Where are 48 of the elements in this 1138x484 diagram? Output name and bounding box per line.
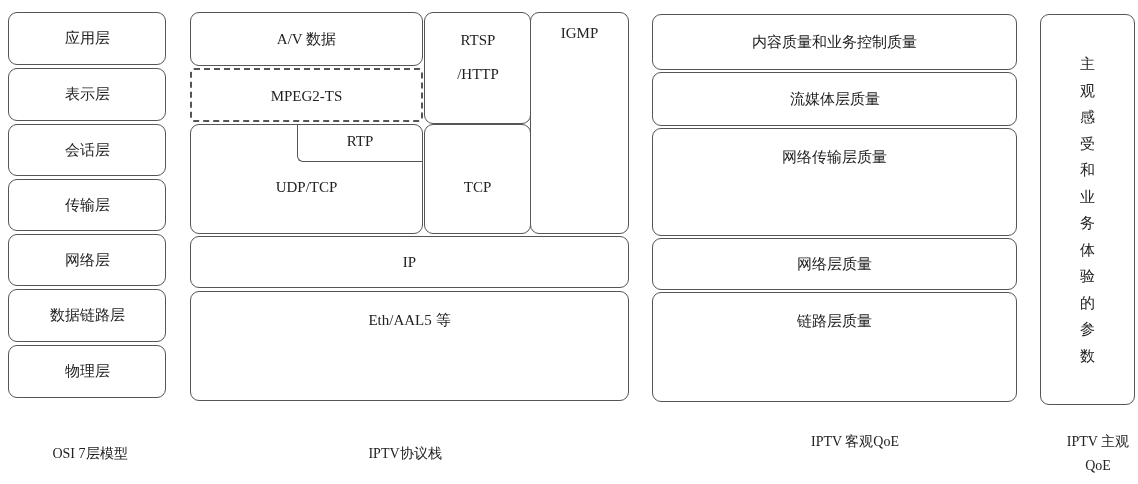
- layer-box: [424, 124, 531, 234]
- layer-label: RTSP /HTTP: [456, 31, 500, 84]
- layer-label: A/V 数据: [275, 29, 338, 49]
- layer-label: 网络传输层质量: [781, 148, 888, 167]
- layer-label: 内容质量和业务控制质量: [751, 32, 918, 52]
- layer-box: [652, 292, 1017, 402]
- layer-label: Eth/AAL5 等: [367, 311, 452, 330]
- layer-box: [530, 12, 629, 234]
- layer-box: [1040, 14, 1135, 405]
- layer-box: [190, 124, 423, 234]
- layer-label: 流媒体层质量: [788, 89, 881, 109]
- layer-box: [652, 14, 1017, 70]
- layer-label: 网络层质量: [796, 254, 873, 274]
- caption-text: IPTV协议栈: [367, 445, 443, 463]
- caption-text: IPTV 主观QoE: [1065, 433, 1131, 475]
- layer-box: [296, 123, 423, 162]
- layer-box: [190, 291, 629, 401]
- layer-box: [652, 238, 1017, 290]
- layer-box: [8, 289, 166, 342]
- layer-box: [190, 68, 423, 122]
- layer-label: 物理层: [63, 362, 111, 381]
- layer-label: 网络层: [63, 250, 111, 270]
- layer-label: 应用层: [63, 29, 111, 48]
- layer-box: [652, 128, 1017, 236]
- layer-label: 主观感受和业务体验的参数: [1079, 55, 1095, 366]
- layer-box: [8, 234, 166, 286]
- layer-label: 传输层: [63, 195, 111, 215]
- caption-text: IPTV 客观QoE: [810, 433, 900, 451]
- caption-text: OSI 7层模型: [51, 445, 129, 463]
- layer-label: 会话层: [63, 140, 111, 160]
- layer-label: UDP/TCP: [274, 178, 339, 197]
- layer-label: 数据链路层: [48, 306, 126, 325]
- layer-box: [8, 179, 166, 231]
- layer-label: 链路层质量: [796, 312, 873, 331]
- layer-box: [8, 12, 166, 65]
- layer-box: [8, 124, 166, 176]
- layer-box: [8, 345, 166, 398]
- layer-label: MPEG2-TS: [269, 86, 344, 106]
- layer-label: TCP: [462, 178, 493, 197]
- layer-label: IP: [401, 252, 418, 272]
- layer-box: [424, 12, 531, 124]
- layer-label: IGMP: [559, 24, 600, 43]
- layer-label: 表示层: [63, 85, 111, 104]
- layer-box: [190, 236, 629, 288]
- layer-box: [652, 72, 1017, 126]
- layer-box: [190, 12, 423, 66]
- layer-box: [8, 68, 166, 121]
- layer-label: RTP: [345, 132, 375, 151]
